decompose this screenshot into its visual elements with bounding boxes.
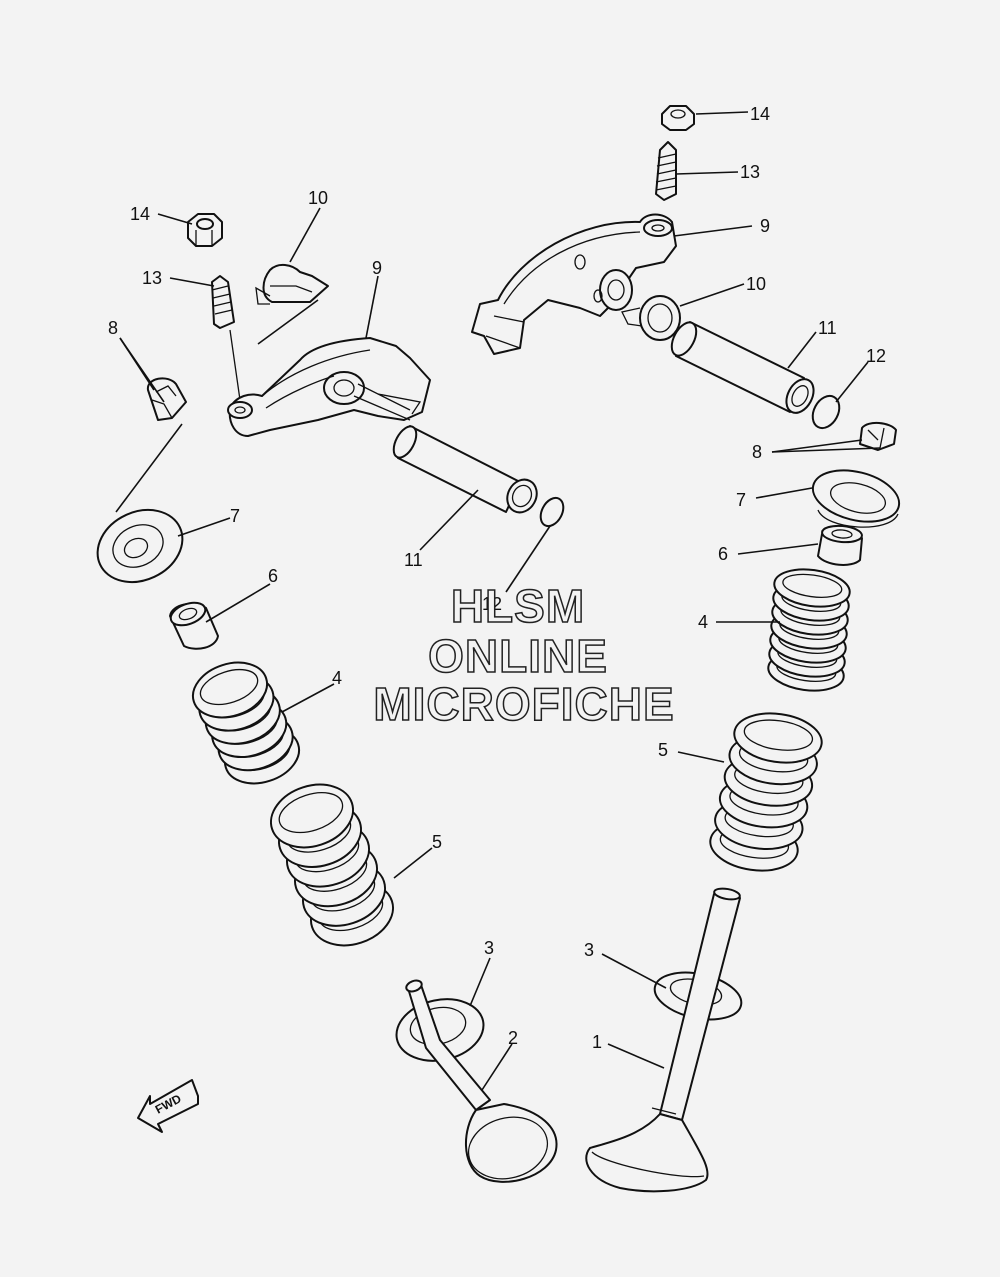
right-collar-clip bbox=[621, 295, 681, 341]
right-stem-seal bbox=[817, 524, 863, 566]
left-inner-valve-spring bbox=[191, 661, 301, 785]
callout-10-right: 10 bbox=[746, 274, 766, 294]
callout-13-right: 13 bbox=[740, 162, 760, 182]
fwd-direction-arrow: FWD bbox=[137, 1079, 199, 1133]
left-valve-cotters bbox=[115, 377, 187, 513]
left-rocker-shaft bbox=[392, 425, 538, 514]
spring-coil-inner bbox=[278, 792, 344, 834]
left-outer-valve-spring bbox=[269, 783, 395, 947]
callout-8-left: 8 bbox=[108, 318, 118, 338]
callout-11-right: 11 bbox=[818, 318, 837, 338]
callout-1: 1 bbox=[592, 1032, 602, 1052]
right-valve-cotters bbox=[859, 422, 897, 451]
right-inner-valve-spring bbox=[767, 568, 851, 692]
left-rocker-arm bbox=[227, 337, 431, 437]
callout-9-right: 9 bbox=[760, 216, 770, 236]
watermark-line-3: MICROFICHE bbox=[373, 678, 674, 730]
leader-lines bbox=[119, 111, 881, 1091]
callout-8-right: 8 bbox=[752, 442, 762, 462]
callout-6-right: 6 bbox=[718, 544, 728, 564]
left-intake-valve bbox=[405, 979, 558, 1183]
spring-coil bbox=[773, 568, 851, 608]
right-adjuster-nut bbox=[661, 105, 695, 131]
right-o-ring bbox=[811, 394, 841, 430]
spring-coil-inner bbox=[199, 668, 259, 706]
callout-11-left: 11 bbox=[404, 550, 423, 570]
left-adjuster-nut bbox=[187, 213, 223, 247]
left-stem-seal bbox=[169, 601, 219, 650]
callout-13-left: 13 bbox=[142, 268, 162, 288]
right-adjuster-screw bbox=[655, 141, 677, 201]
right-rocker-arm bbox=[471, 213, 677, 355]
left-collar-clip bbox=[255, 264, 329, 345]
callout-9-left: 9 bbox=[372, 258, 382, 278]
callout-numbers: 14 13 10 9 8 7 6 4 5 11 12 3 2 14 13 9 1… bbox=[108, 104, 886, 1052]
callout-12-right: 12 bbox=[866, 346, 886, 366]
callout-5-left: 5 bbox=[432, 832, 442, 852]
callout-4-right: 4 bbox=[698, 612, 708, 632]
left-o-ring bbox=[539, 496, 565, 528]
right-rocker-shaft bbox=[670, 321, 815, 414]
callout-14-right: 14 bbox=[750, 104, 770, 124]
left-adjuster-screw bbox=[211, 275, 241, 401]
spring-coil-inner bbox=[782, 573, 843, 598]
callout-7-left: 7 bbox=[230, 506, 240, 526]
spring-coil-inner bbox=[743, 719, 814, 751]
watermark-line-1: HLSM bbox=[451, 580, 585, 632]
right-outer-valve-spring bbox=[709, 712, 823, 872]
callout-12-left: 12 bbox=[482, 594, 502, 614]
callout-4-left: 4 bbox=[332, 668, 342, 688]
left-spring-retainer bbox=[96, 509, 184, 583]
callout-14-left: 14 bbox=[130, 204, 150, 224]
callout-6-left: 6 bbox=[268, 566, 278, 586]
callout-7-right: 7 bbox=[736, 490, 746, 510]
watermark-line-2: ONLINE bbox=[428, 630, 608, 682]
callout-10-left: 10 bbox=[308, 188, 328, 208]
callout-3-left: 3 bbox=[484, 938, 494, 958]
watermark: HLSM ONLINE MICROFICHE bbox=[373, 579, 675, 731]
right-spring-retainer bbox=[811, 469, 901, 528]
right-exhaust-valve bbox=[585, 887, 741, 1193]
callout-2: 2 bbox=[508, 1028, 518, 1048]
callout-3-right: 3 bbox=[584, 940, 594, 960]
callout-5-right: 5 bbox=[658, 740, 668, 760]
